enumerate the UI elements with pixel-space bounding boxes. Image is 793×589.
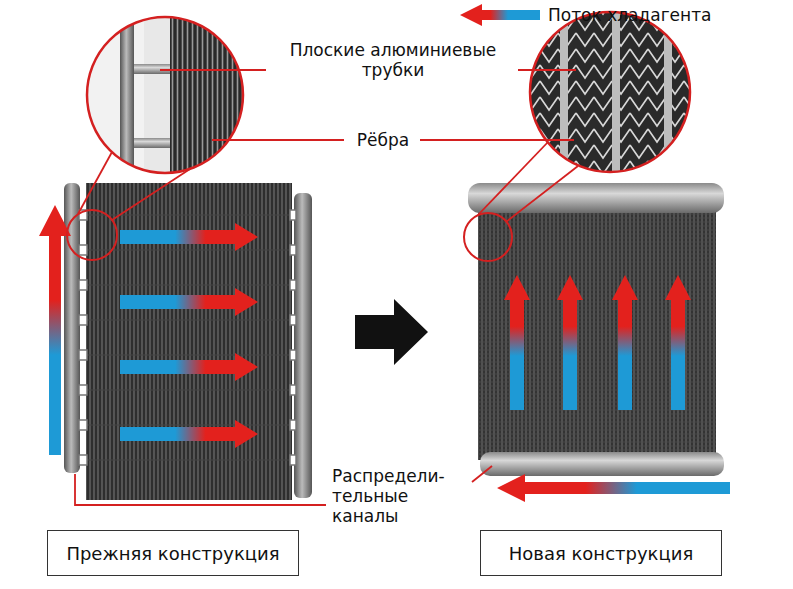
transition-arrow: [355, 299, 428, 365]
old-heat-exchanger: [39, 183, 312, 500]
caption-text: Новая конструкция: [509, 543, 694, 564]
leader-lines: [75, 70, 576, 505]
new-heat-exchanger: [468, 183, 730, 502]
caption-box: Новая конструкция: [480, 530, 722, 576]
caption-box: Прежняя конструкция: [47, 530, 299, 576]
zoom-new: [464, 5, 695, 261]
legend-text: Поток хладагента: [548, 5, 712, 25]
part-label: Распредели- тельные каналы: [332, 466, 470, 526]
zoom-old: [67, 10, 250, 260]
caption-text: Прежняя конструкция: [66, 543, 279, 564]
legend-arrow: [460, 4, 540, 26]
part-label: Плоские алюминиевые трубки: [272, 40, 514, 80]
part-label: Рёбра: [348, 130, 418, 150]
